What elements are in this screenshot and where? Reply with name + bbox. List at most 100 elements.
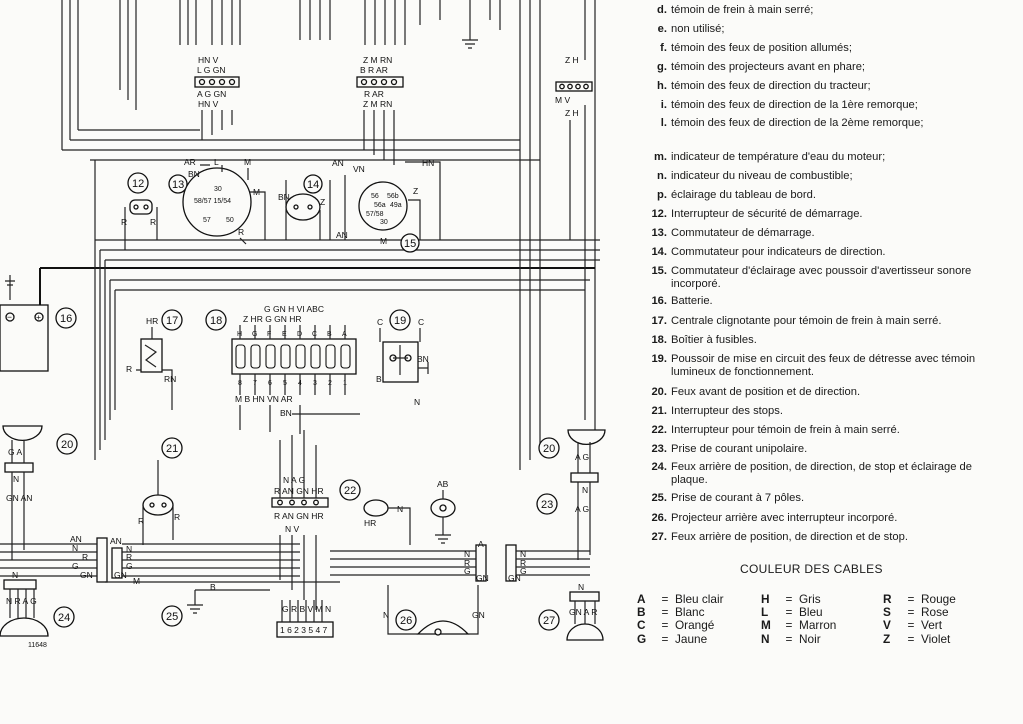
cable-color-entry: A=Bleu clair <box>637 592 724 606</box>
equals-sign: = <box>661 605 669 620</box>
legend-key: i. <box>660 99 667 111</box>
cable-color-entry: R=Rouge <box>883 592 956 606</box>
svg-text:A G: A G <box>575 452 589 462</box>
legend-text: Boîtier à fusibles. <box>671 334 757 346</box>
svg-text:M V: M V <box>555 95 570 105</box>
svg-text:Z M RN: Z M RN <box>363 55 392 65</box>
svg-text:GN: GN <box>508 573 521 583</box>
svg-text:R AR: R AR <box>364 89 384 99</box>
svg-text:30: 30 <box>380 219 388 226</box>
cable-color-code: S <box>883 605 891 620</box>
legend-key: 15. <box>651 265 667 277</box>
legend-key: n. <box>657 170 667 182</box>
svg-text:Z HR G GN HR: Z HR G GN HR <box>243 314 302 324</box>
svg-text:30: 30 <box>214 186 222 193</box>
cable-color-name: Gris <box>799 592 821 606</box>
svg-text:A: A <box>478 539 484 549</box>
svg-text:GN AN: GN AN <box>6 493 32 503</box>
svg-text:C: C <box>377 317 383 327</box>
top-harness-lines <box>61 0 596 220</box>
cable-color-name: Noir <box>799 631 821 646</box>
legend-text: témoin de frein à main serré; <box>671 4 814 16</box>
legend-text: Commutateur pour indicateurs de directio… <box>671 246 886 258</box>
svg-text:Z M RN: Z M RN <box>363 99 392 109</box>
svg-text:R AN GN HR: R AN GN HR <box>274 486 324 496</box>
svg-text:16: 16 <box>60 313 72 325</box>
svg-text:R AN GN HR: R AN GN HR <box>274 511 324 521</box>
svg-text:14: 14 <box>307 179 319 191</box>
svg-text:50: 50 <box>226 217 234 224</box>
cable-color-entry: M=Marron <box>761 619 836 632</box>
equals-sign: = <box>661 618 669 633</box>
fuse <box>295 344 306 369</box>
svg-text:N A G: N A G <box>283 475 305 485</box>
svg-text:26: 26 <box>400 615 412 627</box>
legend-key: 16. <box>651 295 667 307</box>
legend-key: 21. <box>651 405 667 417</box>
fuse <box>325 344 336 369</box>
legend-key: 18. <box>651 334 667 346</box>
legend-key: 26. <box>651 512 667 524</box>
svg-text:GN: GN <box>476 573 489 583</box>
svg-text:R: R <box>121 217 127 227</box>
component-26-rear-work-lamp: N GN 26 <box>383 585 485 636</box>
legend-key: 13. <box>651 227 667 239</box>
svg-text:BN: BN <box>280 408 292 418</box>
svg-text:−: − <box>7 312 12 322</box>
svg-text:B: B <box>376 374 382 384</box>
svg-text:G: G <box>72 561 79 571</box>
component-13-ignition-switch: 13 30 58/57 15/54 57 50 AR L M BN M R <box>168 157 266 245</box>
legend-text: Feux arrière de position, de direction, … <box>671 461 972 486</box>
svg-text:R: R <box>126 552 132 562</box>
fuse <box>235 344 246 369</box>
svg-text:56b: 56b <box>387 193 399 200</box>
component-22-handbrake-switch: 22 HR N <box>339 479 411 545</box>
component-18-fusebox: 18 G GN H VI ABC Z HR G GN HR H8G7F6E5D4… <box>205 304 360 434</box>
svg-text:GN A R: GN A R <box>569 607 597 617</box>
equals-sign: = <box>785 605 793 620</box>
svg-text:N: N <box>13 474 19 484</box>
legend-key: 23. <box>651 443 667 455</box>
svg-text:M: M <box>133 576 140 586</box>
svg-text:19: 19 <box>394 315 406 327</box>
cable-color-entry: V=Vert <box>883 619 956 632</box>
left-bus-connector: AN N R G GN AN N R G GN M <box>0 534 340 586</box>
cable-color-name: Vert <box>921 618 942 633</box>
component-19-hazard-switch: 19 C C BN B N <box>376 309 429 407</box>
svg-text:A G: A G <box>575 504 589 514</box>
legend-text: indicateur de température d'eau du moteu… <box>671 151 886 163</box>
legend-panel: d.témoin de frein à main serré;e.non uti… <box>635 0 1020 724</box>
component-15-light-switch: 56 56b 56a 49a 57/58 30 AN VN HN Z AN M … <box>332 158 441 253</box>
equals-sign: = <box>785 618 793 633</box>
svg-text:N V: N V <box>285 524 300 534</box>
cable-color-name: Blanc <box>675 605 705 620</box>
fuse <box>250 344 261 369</box>
svg-text:15: 15 <box>404 238 416 250</box>
equals-sign: = <box>661 592 669 606</box>
component-12-safety-switch: 12 R R <box>121 172 158 250</box>
svg-text:BN: BN <box>417 354 429 364</box>
svg-text:N: N <box>397 504 403 514</box>
svg-text:20: 20 <box>543 443 555 455</box>
fuse-letter: F <box>267 331 271 338</box>
svg-text:57/58: 57/58 <box>366 211 384 218</box>
svg-text:49a: 49a <box>390 202 402 209</box>
legend-key: f. <box>660 42 667 54</box>
legend-text: Interrupteur de sécurité de démarrage. <box>671 208 863 220</box>
component-14-turn-signal-switch: 14 BN Z <box>278 174 331 240</box>
svg-text:C: C <box>418 317 424 327</box>
equals-sign: = <box>907 631 915 646</box>
cable-color-code: R <box>883 592 892 606</box>
svg-text:20: 20 <box>61 439 73 451</box>
svg-text:R: R <box>238 227 244 237</box>
svg-text:N: N <box>126 544 132 554</box>
equals-sign: = <box>785 592 793 606</box>
legend-key: 25. <box>651 492 667 504</box>
legend-key: p. <box>657 189 667 201</box>
svg-text:A G GN: A G GN <box>197 89 226 99</box>
equals-sign: = <box>907 618 915 633</box>
cable-color-code: C <box>637 618 646 633</box>
legend-key: m. <box>653 151 667 163</box>
